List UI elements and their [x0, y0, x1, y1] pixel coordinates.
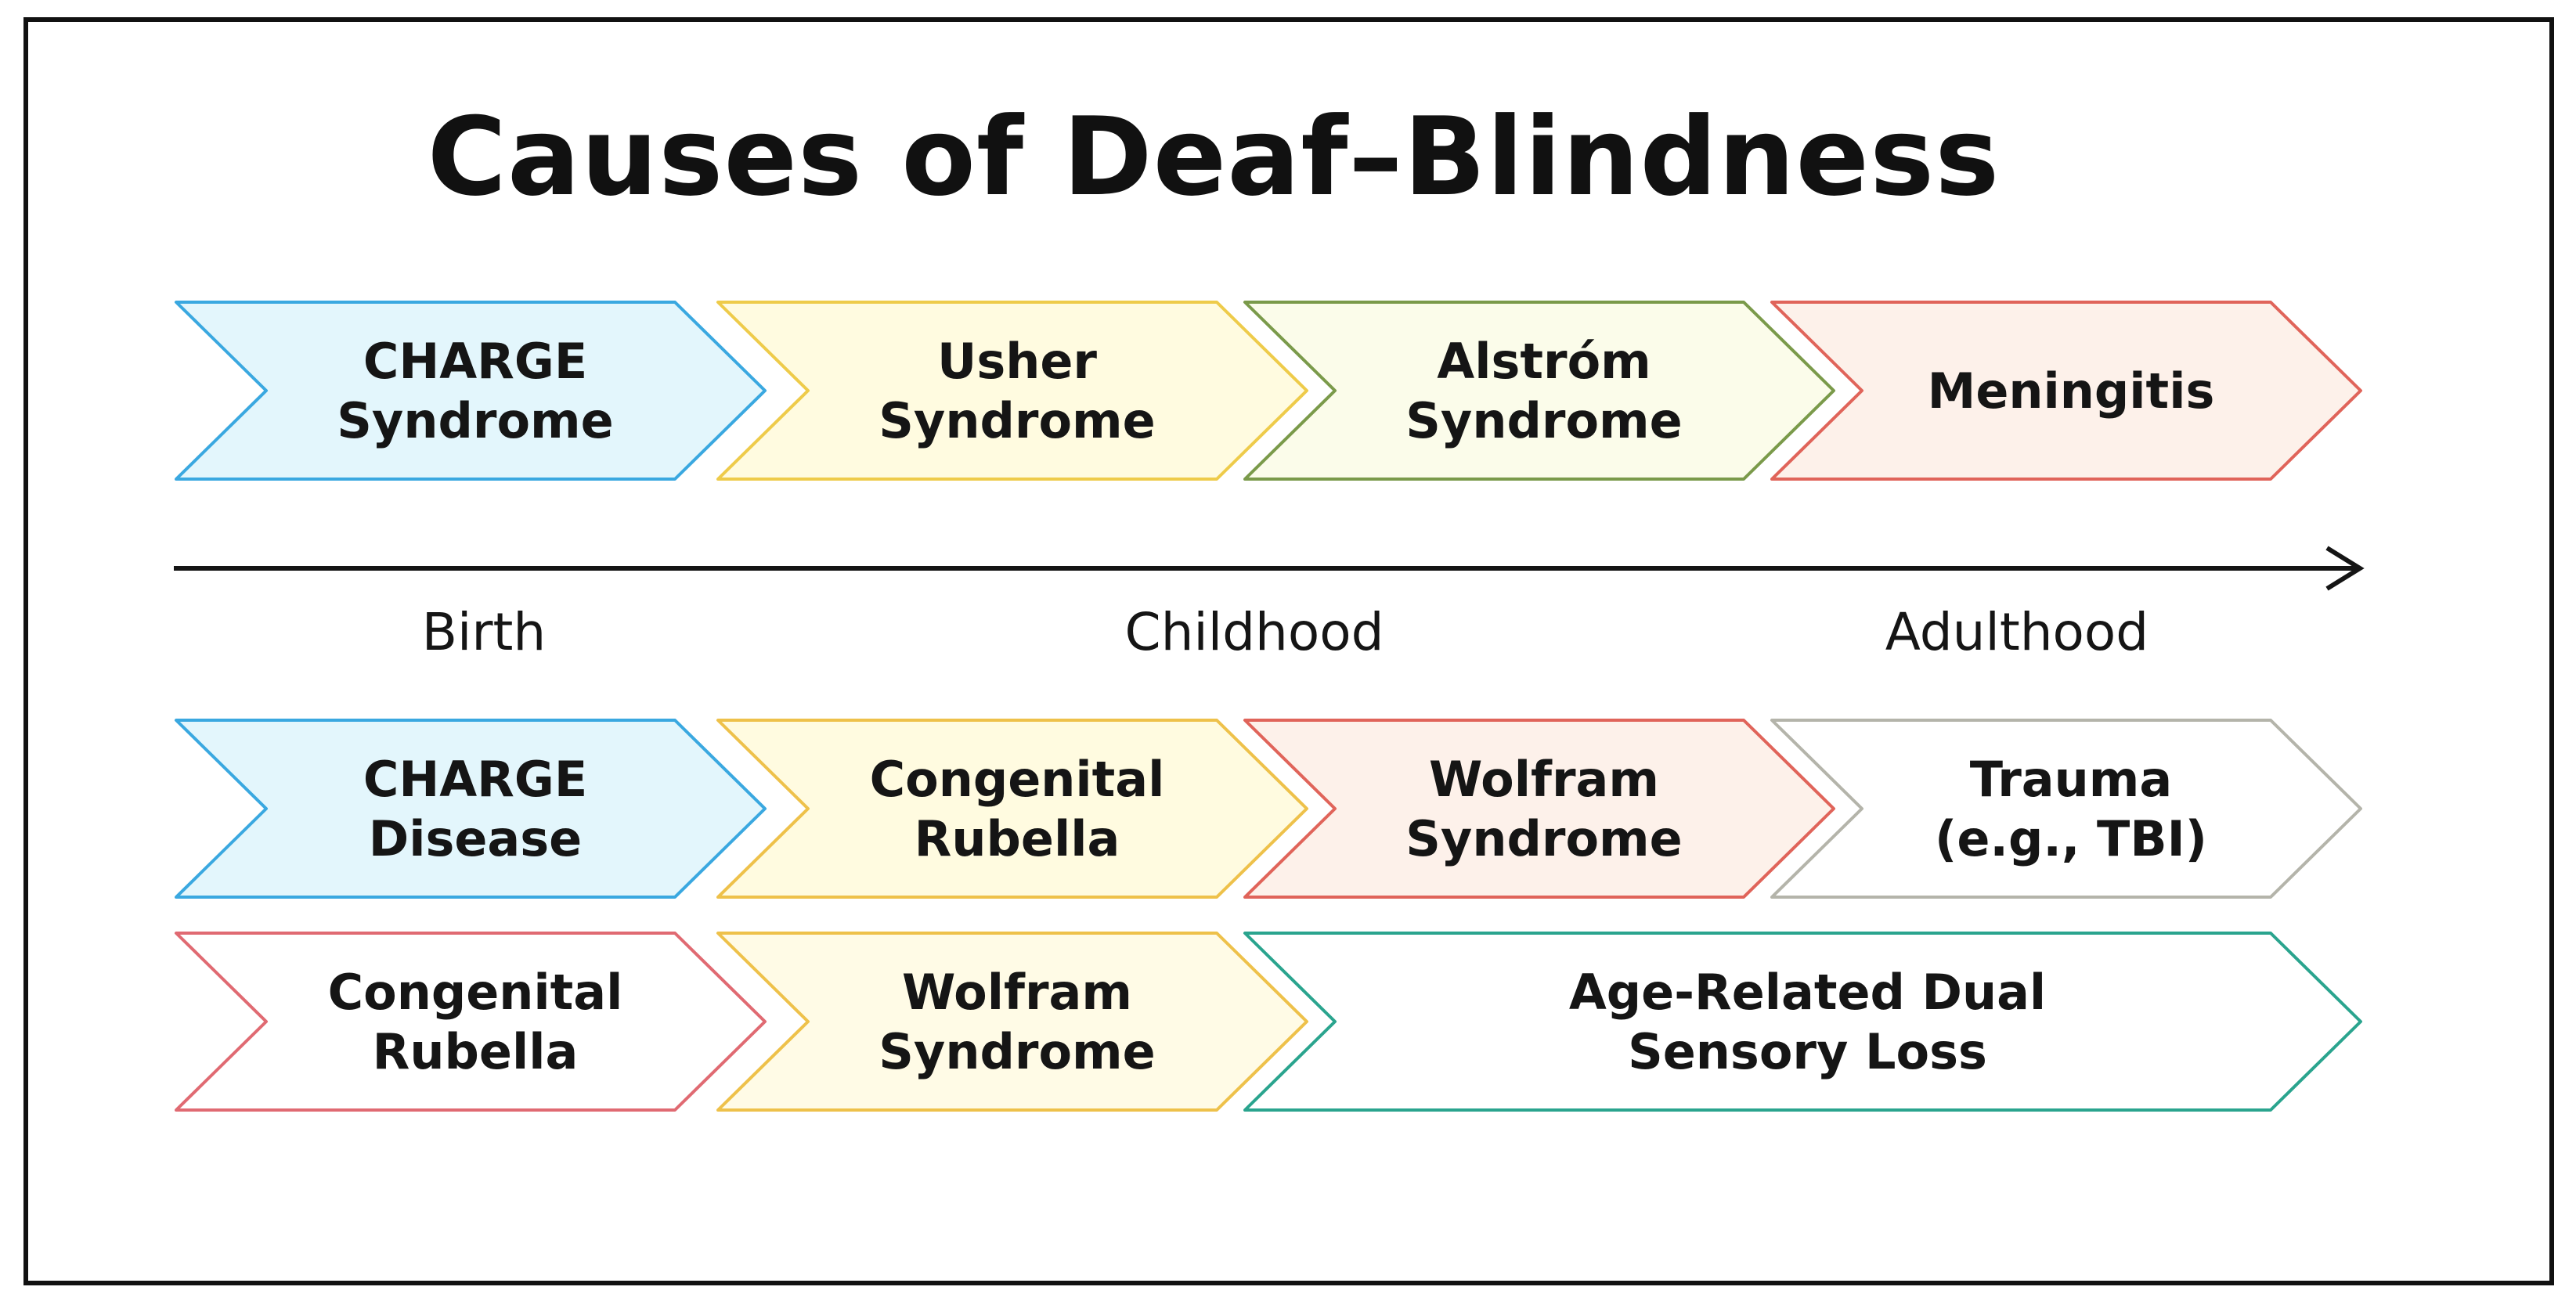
chevron-row-0-item-3: Meningitis [1770, 301, 2362, 481]
chevron-label-line: CHARGE [363, 333, 587, 390]
chevron-shape [1770, 301, 2362, 481]
chevron-shape [1243, 301, 1835, 481]
diagram-title: Causes of Deaf–Blindness [427, 94, 2001, 220]
chevron-shape [175, 301, 767, 481]
chevron-label-line: Rubella [915, 810, 1120, 867]
timeline-label-childhood: Childhood [1125, 602, 1384, 662]
timeline-label-birth: Birth [422, 602, 546, 662]
chevron-label-line: Rubella [373, 1023, 579, 1080]
chevron-label-line: Syndrome [1405, 810, 1682, 867]
chevron-label-line: Trauma [1970, 751, 2172, 808]
timeline: Birth Childhood Adulthood [174, 546, 2365, 662]
chevron-label-line: Syndrome [1405, 392, 1682, 449]
chevron-shape [1770, 719, 2362, 899]
chevron-label-line: Alstróm [1437, 333, 1651, 390]
chevron-label-line: Disease [369, 810, 582, 867]
chevron-shape [175, 719, 767, 899]
chevron-label-line: Wolfram [902, 964, 1132, 1021]
chevron-row-1-item-3: Trauma(e.g., TBI) [1770, 719, 2362, 899]
chevron-label-line: Syndrome [879, 392, 1155, 449]
chevron-label-line: (e.g., TBI) [1935, 810, 2207, 867]
chevron-label-line: Sensory Loss [1628, 1023, 1987, 1080]
chevron-label-line: Age-Related Dual [1569, 964, 2046, 1021]
chevron-label-line: Syndrome [879, 1023, 1155, 1080]
chevron-label-line: Meningitis [1928, 362, 2215, 420]
timeline-arrowhead [2325, 546, 2365, 591]
chevron-shape [716, 932, 1308, 1112]
chevron-label-line: Congenital [328, 964, 623, 1021]
timeline-label-adulthood: Adulthood [1885, 602, 2148, 662]
chevron-label-line: CHARGE [363, 751, 587, 808]
chevron-label-line: Congenital [870, 751, 1165, 808]
chevron-shape [1243, 932, 2362, 1112]
chevron-shape [716, 719, 1308, 899]
chevron-layer: CHARGESyndromeUsherSyndromeAlstrómSyndro… [175, 301, 2362, 1112]
chevron-shape [175, 932, 767, 1112]
chevron-label-line: Wolfram [1429, 751, 1659, 808]
chevron-label-line: Usher [937, 333, 1097, 390]
chevron-shape [1243, 719, 1835, 899]
chevron-label-line: Syndrome [337, 392, 613, 449]
chevron-shape [716, 301, 1308, 481]
